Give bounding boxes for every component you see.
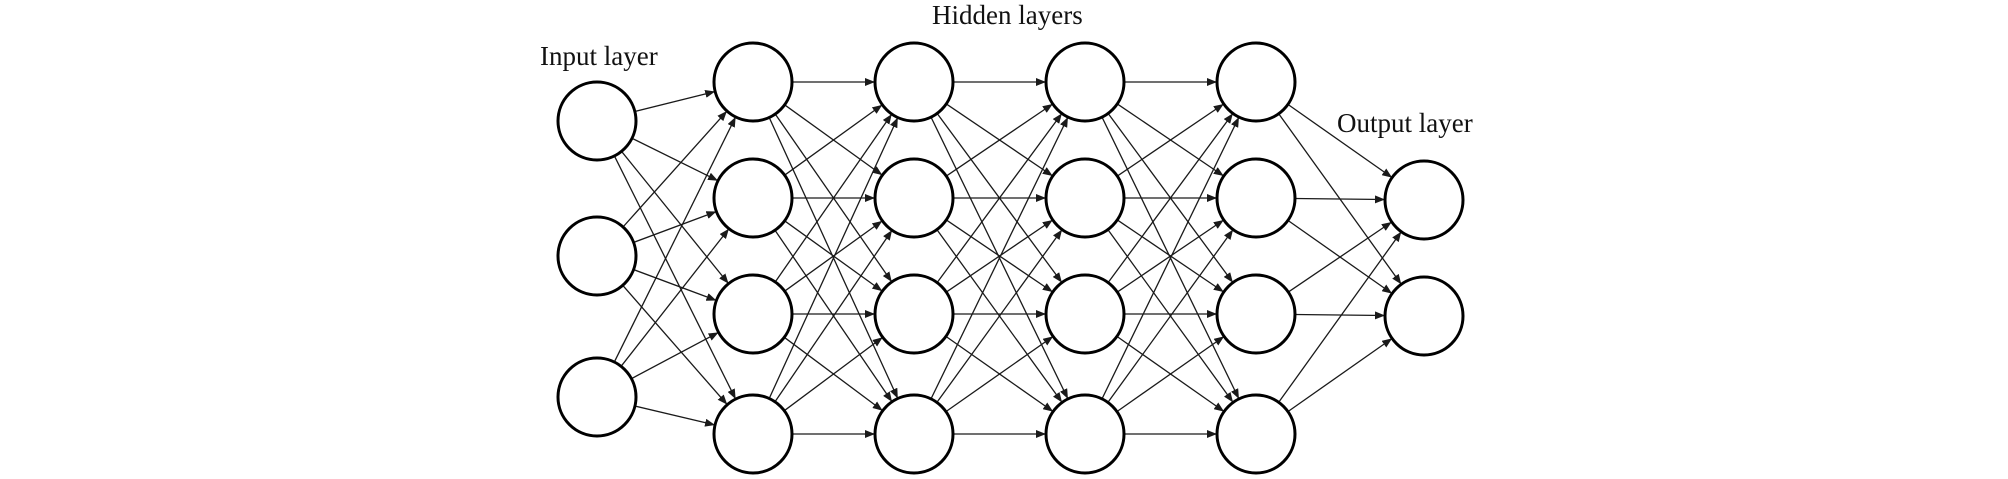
input-neuron-1 [556, 80, 638, 162]
connection-arrow-l0-n0-to-n3 [613, 155, 736, 400]
connection-arrow-l0-n1-to-n0 [622, 111, 727, 228]
connection-arrow-l1-n2-to-n1 [784, 220, 883, 292]
input-neuron-2 [556, 215, 638, 297]
hidden-3-neuron-1 [1044, 41, 1126, 123]
output-neuron-2 [1383, 275, 1465, 357]
hidden-2-neuron-2 [873, 157, 955, 239]
hidden-1-neuron-1 [712, 41, 794, 123]
connections [613, 78, 1402, 438]
connection-arrow-l0-n2-to-n1 [620, 228, 729, 367]
connection-arrow-l1-n2-to-n0 [774, 114, 892, 283]
connection-arrow-l2-n3-to-n2 [945, 336, 1054, 413]
connection-arrow-l4-n3-to-n0 [1278, 231, 1402, 403]
connection-arrow-l4-n2-to-n0 [1287, 221, 1392, 293]
connection-arrow-l3-n3-to-n2 [1116, 336, 1225, 413]
connection-arrow-l2-n2-to-n0 [936, 113, 1062, 283]
hidden-3-neuron-4 [1044, 393, 1126, 475]
connection-arrow-l1-n3-to-n1 [774, 230, 893, 403]
connection-arrow-l4-n2-to-n1 [1294, 311, 1385, 320]
neurons [556, 41, 1465, 475]
connection-arrow-l2-n3-to-n0 [930, 117, 1069, 400]
connection-arrow-l2-n2-to-n1 [945, 219, 1053, 293]
connection-arrow-l3-n2-to-n1 [1116, 219, 1224, 293]
connection-arrow-l4-n1-to-n0 [1294, 195, 1385, 204]
hidden-2-neuron-4 [873, 393, 955, 475]
output-neuron-1 [1383, 159, 1465, 241]
hidden-4-neuron-1 [1215, 41, 1297, 123]
connection-arrow-l0-n2-to-n3 [634, 405, 716, 427]
hidden-4-neuron-3 [1215, 273, 1297, 355]
connection-arrow-l0-n0-to-n1 [631, 137, 718, 181]
connection-arrow-l4-n0-to-n0 [1287, 103, 1393, 178]
hidden-layers-label: Hidden layers [932, 0, 1083, 30]
hidden-4-neuron-4 [1215, 393, 1297, 475]
hidden-3-neuron-2 [1044, 157, 1126, 239]
connection-arrow-l1-n1-to-n0 [784, 104, 883, 176]
hidden-1-neuron-3 [712, 273, 794, 355]
hidden-4-neuron-2 [1215, 157, 1297, 239]
connection-arrow-l0-n2-to-n0 [613, 116, 736, 363]
connection-arrow-l0-n1-to-n3 [622, 284, 728, 405]
connection-arrow-l3-n3-to-n1 [1107, 229, 1234, 403]
output-layer-label: Output layer [1337, 108, 1473, 138]
hidden-1-neuron-2 [712, 157, 794, 239]
connection-arrow-l1-n3-to-n2 [783, 337, 883, 412]
hidden-1-neuron-4 [712, 393, 794, 475]
hidden-2-neuron-3 [873, 273, 955, 355]
connection-arrow-l3-n2-to-n0 [1107, 113, 1233, 283]
connection-arrow-l3-n1-to-n0 [1116, 103, 1224, 177]
connection-arrow-l0-n2-to-n2 [631, 332, 719, 380]
input-neuron-3 [556, 356, 638, 438]
hidden-3-neuron-3 [1044, 273, 1126, 355]
connection-arrow-l1-n3-to-n0 [768, 117, 898, 399]
connection-arrow-l0-n0-to-n0 [634, 89, 716, 113]
connection-arrow-l3-n3-to-n0 [1101, 117, 1240, 400]
input-layer-label: Input layer [540, 41, 658, 71]
connection-arrow-l2-n1-to-n0 [945, 103, 1053, 177]
connection-arrow-l2-n3-to-n1 [936, 229, 1063, 403]
connection-arrow-l4-n3-to-n1 [1287, 338, 1393, 413]
connection-arrow-l0-n0-to-n2 [620, 150, 729, 284]
connection-arrow-l0-n1-to-n1 [633, 211, 717, 244]
hidden-2-neuron-1 [873, 41, 955, 123]
connection-arrow-l0-n1-to-n2 [633, 268, 717, 301]
